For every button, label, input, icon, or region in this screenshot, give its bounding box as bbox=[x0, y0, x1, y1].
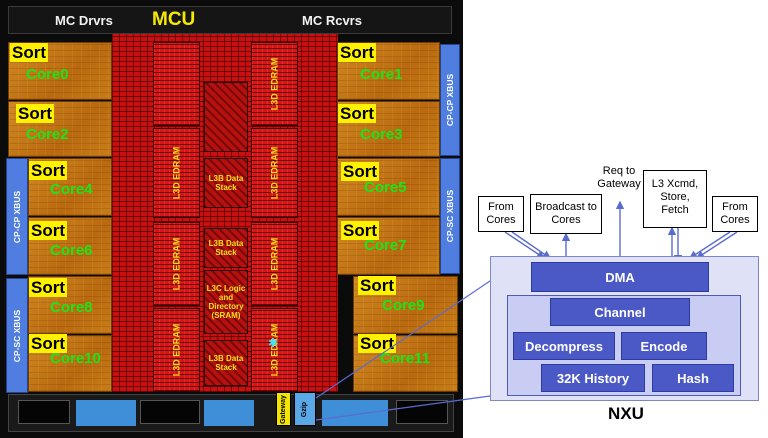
l3b-data-stack-2: L3B Data Stack bbox=[204, 228, 248, 268]
sort-label-core6: Sort bbox=[29, 221, 67, 240]
broadcast-box bbox=[530, 194, 602, 234]
l3b-data-stack-3: L3B Data Stack bbox=[204, 340, 248, 386]
core8-label: Core8 bbox=[50, 299, 93, 316]
l3-xcmd-box bbox=[643, 170, 707, 228]
core10-label: Core10 bbox=[50, 350, 101, 367]
core9-block bbox=[353, 276, 458, 334]
l3b-top-block bbox=[204, 82, 248, 152]
sort-label-core1: Sort bbox=[338, 43, 376, 62]
sort-label-core0: Sort bbox=[10, 43, 48, 62]
l3d-edram-4: L3D EDRAM bbox=[251, 128, 298, 218]
from-cores-right-box bbox=[712, 196, 758, 232]
l3d-edram-6: L3D EDRAM bbox=[251, 222, 298, 306]
from-cores-right-label: From Cores bbox=[720, 201, 750, 226]
l3d-edram-2: L3D EDRAM bbox=[251, 42, 298, 126]
core5-label: Core5 bbox=[364, 179, 407, 196]
l3d-edram-7: L3D EDRAM bbox=[153, 308, 200, 392]
nxu-title: NXU bbox=[608, 404, 644, 423]
chip-die-photo: MC Drvrs MCU MC Rcvrs CP-CP XBUS CP-SC X… bbox=[0, 0, 463, 438]
core7-label: Core7 bbox=[364, 237, 407, 254]
dma-block: DMA bbox=[531, 262, 709, 292]
io-block-3 bbox=[140, 400, 200, 424]
l3d-edram-5: L3D EDRAM bbox=[153, 222, 200, 306]
encode-block: Encode bbox=[621, 332, 707, 360]
mc-drivers-label: MC Drvrs bbox=[55, 13, 113, 28]
sort-label-core3: Sort bbox=[338, 104, 376, 123]
from-cores-left-box bbox=[478, 196, 524, 232]
from-cores-left-label: From Cores bbox=[486, 201, 516, 226]
header-bar bbox=[8, 6, 452, 34]
32k-history-block: 32K History bbox=[541, 364, 645, 392]
decompress-block: Decompress bbox=[513, 332, 615, 360]
sort-label-core10: Sort bbox=[29, 334, 67, 353]
io-block-1 bbox=[18, 400, 70, 424]
sort-label-core2: Sort bbox=[16, 104, 54, 123]
core6-label: Core6 bbox=[50, 242, 93, 259]
star-marker-icon: ✱ bbox=[268, 336, 279, 350]
l3b-data-stack-1: L3B Data Stack bbox=[204, 158, 248, 208]
io-block-6 bbox=[396, 400, 448, 424]
channel-block: Channel bbox=[550, 298, 690, 326]
core4-label: Core4 bbox=[50, 181, 93, 198]
l3d-edram-1 bbox=[153, 42, 200, 126]
io-block-5 bbox=[322, 400, 388, 426]
core11-block bbox=[353, 335, 458, 392]
gzip-block: Gzip bbox=[294, 392, 316, 426]
l3-xcmd-label: L3 Xcmd, Store, Fetch bbox=[651, 178, 699, 216]
io-block-2 bbox=[76, 400, 136, 426]
sort-label-core9: Sort bbox=[358, 276, 396, 295]
sort-label-core11: Sort bbox=[358, 334, 396, 353]
gateway-block: Gateway bbox=[276, 392, 291, 426]
io-block-4 bbox=[204, 400, 254, 426]
sort-label-core5: Sort bbox=[341, 162, 379, 181]
xbus-right-top: CP-CP XBUS bbox=[440, 44, 460, 156]
mcu-label: MCU bbox=[152, 9, 196, 30]
xbus-left-top: CP-CP XBUS bbox=[6, 158, 28, 275]
core11-label: Core11 bbox=[380, 350, 431, 367]
core3-label: Core3 bbox=[360, 126, 403, 143]
l3d-edram-3: L3D EDRAM bbox=[153, 128, 200, 218]
xbus-left-bottom: CP-SC XBUS bbox=[6, 278, 28, 393]
l3d-edram-8: L3D EDRAM bbox=[251, 308, 298, 392]
core9-label: Core9 bbox=[382, 297, 425, 314]
req-gateway-label: Req to Gateway bbox=[597, 165, 641, 190]
l3c-logic-directory: L3C Logic and Directory (SRAM) bbox=[204, 270, 248, 334]
hash-block: Hash bbox=[652, 364, 734, 392]
core0-label: Core0 bbox=[26, 66, 69, 83]
core2-label: Core2 bbox=[26, 126, 69, 143]
sort-label-core7: Sort bbox=[341, 221, 379, 240]
sort-label-core8: Sort bbox=[29, 278, 67, 297]
xbus-right-bottom: CP-SC XBUS bbox=[440, 158, 460, 274]
core1-label: Core1 bbox=[360, 66, 403, 83]
sort-label-core4: Sort bbox=[29, 161, 67, 180]
mc-receivers-label: MC Rcvrs bbox=[302, 13, 362, 28]
core7-block bbox=[337, 217, 440, 275]
broadcast-label: Broadcast to Cores bbox=[535, 201, 597, 226]
